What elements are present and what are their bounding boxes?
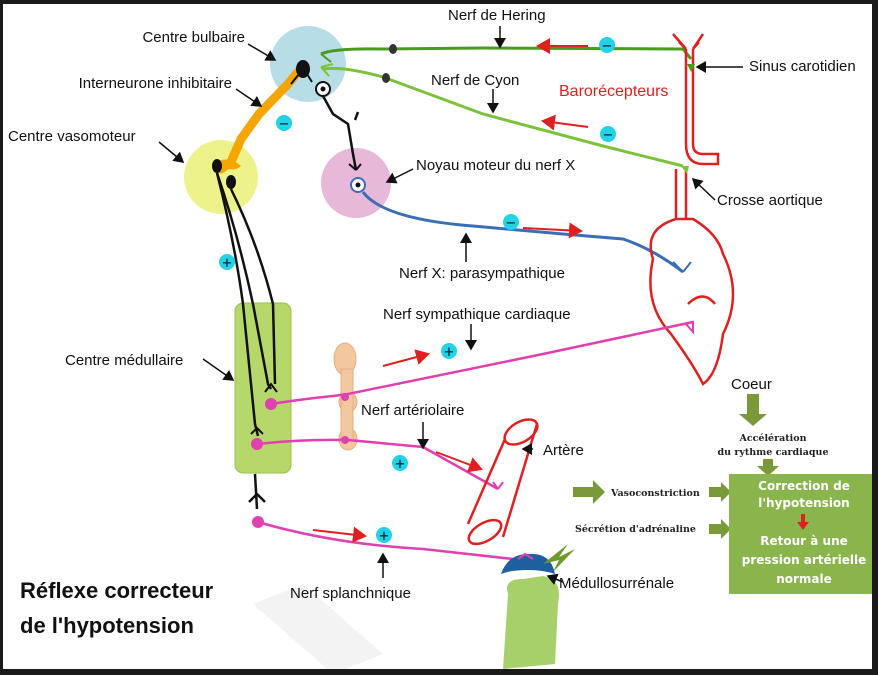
medullaire-output-3 [252, 516, 264, 528]
label-nerf-symp: Nerf sympathique cardiaque [383, 306, 571, 323]
label-medullo: Médullosurrénale [559, 575, 674, 592]
label-barorecepteurs: Barorécepteurs [559, 83, 668, 100]
label-coeur: Coeur [731, 376, 772, 393]
bulbaire-output-nucleus [321, 87, 326, 92]
result-line-3: Retour à une [760, 534, 848, 548]
result-line-5: normale [776, 572, 832, 586]
result-line-2: l'hypotension [758, 496, 849, 510]
title-line-1: Réflexe correcteur [20, 578, 214, 603]
label-artere: Artère [543, 442, 584, 459]
minus-sign-vagus: − [506, 216, 517, 231]
medullaire-output-1 [265, 398, 277, 410]
centre-vasomoteur-circle [184, 140, 258, 214]
vagus-neuron-nucleus [356, 183, 361, 188]
splanchnic-descending [249, 474, 265, 509]
hering-ganglion [389, 44, 397, 54]
vasomoteur-neuron-2 [226, 175, 236, 189]
label-nerf-splanchnique: Nerf splanchnique [290, 585, 411, 602]
label-acceleration-2: du rythme cardiaque [717, 447, 828, 458]
title-line-2: de l'hypotension [20, 613, 194, 638]
minus-sign-cyon: − [603, 128, 614, 143]
label-nerf-arteriolaire: Nerf artériolaire [361, 402, 464, 419]
result-line-1: Correction de [758, 479, 850, 493]
label-centre-bulbaire: Centre bulbaire [142, 29, 245, 46]
interneuron-axon [221, 66, 303, 169]
label-vasoconstriction: Vasoconstriction [610, 488, 700, 499]
centre-medullaire-box [235, 303, 291, 473]
bulbaire-link-tail [355, 112, 358, 120]
label-nerf-hering: Nerf de Hering [448, 7, 546, 24]
minus-sign-interneuron: − [279, 117, 290, 132]
label-nerf-x: Nerf X: parasympathique [399, 265, 565, 282]
label-noyau-moteur: Noyau moteur du nerf X [416, 157, 575, 174]
artery [465, 414, 542, 548]
vasomoteur-neuron-1 [212, 159, 222, 173]
ganglion-synapse-1 [341, 393, 349, 401]
label-sinus: Sinus carotidien [749, 58, 856, 75]
label-crosse: Crosse aortique [717, 192, 823, 209]
diagram-canvas: Correction de l'hypotension Retour à une… [3, 4, 878, 675]
vagus-nerve [363, 192, 683, 272]
label-centre-vasomoteur: Centre vasomoteur [8, 128, 136, 145]
plus-sign-arteriolaire: + [395, 457, 406, 472]
hering-nerve [321, 48, 691, 59]
medullaire-output-2 [251, 438, 263, 450]
label-interneurone: Interneurone inhibitaire [79, 75, 232, 92]
adrenal-cortex [503, 576, 559, 669]
plus-sign-vasomoteur: + [222, 256, 233, 271]
minus-sign-hering: − [602, 39, 613, 54]
label-secretion: Sécrétion d'adrénaline [575, 524, 696, 535]
label-centre-medullaire: Centre médullaire [65, 352, 183, 369]
cyon-ganglion [382, 73, 390, 83]
label-nerf-cyon: Nerf de Cyon [431, 72, 519, 89]
plus-sign-splanchnic: + [379, 529, 390, 544]
label-acceleration-1: Accélération [738, 433, 806, 444]
result-line-4: pression artérielle [742, 553, 866, 567]
plus-sign-symp: + [444, 345, 455, 360]
ganglion-synapse-2 [341, 436, 349, 444]
